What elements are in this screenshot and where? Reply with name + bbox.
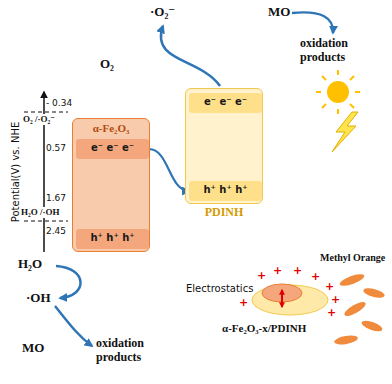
charge-sign: + (311, 270, 320, 283)
electrostatic-arrow (281, 290, 283, 307)
axis-value: 2.45 (46, 226, 66, 237)
reaction-arrow (56, 266, 81, 298)
reaction-arrow (292, 12, 333, 33)
material-name: PDINH (176, 205, 272, 220)
charge-sign: + (239, 296, 248, 309)
semiconductor-box: α-Fe₂O₃ e⁻ e⁻ e⁻ h⁺ h⁺ h⁺ (72, 118, 150, 252)
redox-couple: H₂O /·OH (20, 207, 60, 218)
reaction-arrow (55, 306, 92, 346)
axis-value: 1.67 (46, 193, 66, 204)
conduction-band: e⁻ e⁻ e⁻ (189, 93, 262, 113)
reaction-arrow (161, 26, 220, 86)
product-label: oxidation products (300, 36, 386, 65)
carrier-label: h⁺ h⁺ h⁺ (189, 181, 262, 199)
molecule-label: Methyl Orange (320, 252, 385, 264)
sun-icon (316, 70, 360, 114)
semiconductor-box: PDINHe⁻ e⁻ e⁻h⁺ h⁺ h⁺ (185, 88, 263, 204)
interaction-label: Electrostatics (186, 283, 253, 295)
transfer-arrow (149, 149, 189, 191)
carrier-label: e⁻ e⁻ e⁻ (76, 139, 149, 157)
charge-sign: + (273, 264, 282, 277)
valence-band: h⁺ h⁺ h⁺ (189, 181, 262, 201)
species-label: ·O₂⁻ (150, 4, 175, 20)
valence-band: h⁺ h⁺ h⁺ (76, 229, 149, 249)
composite-label: α-Fe₂O₃-x/PDINH (222, 322, 306, 335)
lightning-bolt (332, 112, 358, 152)
redox-level-line (24, 112, 68, 113)
species-label: H₂O (18, 256, 42, 272)
charge-sign: + (331, 293, 340, 306)
redox-level-line (24, 221, 68, 222)
charge-sign: + (327, 306, 336, 319)
species-label: MO (268, 4, 290, 20)
product-label: oxidation products (96, 336, 182, 365)
pdinh-particle (252, 285, 328, 315)
carrier-label: h⁺ h⁺ h⁺ (76, 229, 149, 247)
species-label: ·OH (26, 290, 51, 306)
material-name: α-Fe₂O₃ (73, 121, 149, 135)
species-label: MO (22, 340, 44, 356)
methyl-orange-molecules (333, 272, 385, 346)
charge-sign: + (325, 280, 334, 293)
carrier-label: e⁻ e⁻ e⁻ (189, 93, 262, 111)
conduction-band: e⁻ e⁻ e⁻ (76, 139, 149, 159)
axis-value: - 0.34 (46, 98, 72, 109)
redox-couple: O₂ /·O₂⁻ (22, 114, 56, 125)
charge-sign: + (257, 269, 266, 282)
charge-sign: + (293, 264, 302, 277)
species-label: O₂ (100, 56, 114, 72)
axis-value: 0.57 (46, 143, 66, 154)
